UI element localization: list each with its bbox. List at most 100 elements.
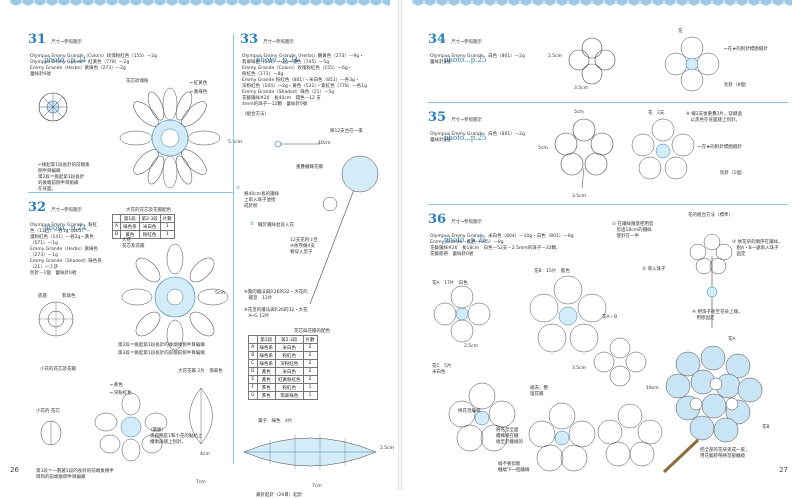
table-cell: 2 [302,343,318,352]
note-leaf: ※葉的纖法與P.26的32・大花的 瓣莖 12片 [244,290,308,301]
flower-31-chart [119,87,221,189]
assembly-36-diagram [689,233,733,328]
note-round-2: 第2段＝挑起第1段長針的後端後側半目編織 [118,343,205,348]
table-header: 片數 [159,214,175,223]
table-cell: 黃色 [256,375,276,384]
leaf-32-diagram [40,420,62,446]
label-size: 2.5cm [380,446,395,451]
pattern-title: 尺寸→參照圖示 [451,40,482,45]
pattern-36-header: 36 尺寸→參照圖示 photo...p.25 [428,208,486,246]
flower-32-chart [121,243,229,351]
table-cell: B [248,351,258,360]
table-cell: 1 [159,230,175,239]
flower-a-chart [433,285,491,343]
label-4cm: 4cm [200,452,210,457]
table-cell: G [248,391,258,400]
pattern-31-materials: Olympus Emmy Grande〈Colors〉玫瑰粉紅色（155）—2g… [30,54,157,77]
step-1-marker: ① [236,186,241,191]
table-cell: 茶色 [256,391,276,400]
note-round-3: 第3段＝挑起第1段長針的前端前側半目編織 [118,351,205,356]
pattern-number: 31 [28,32,47,47]
pattern-32-header: 32 尺寸→參照圖示 photo...p.24 [28,196,86,234]
twelve-flowers-note: 12支花的①至 ④依序做4支 要穿入莖子 [290,238,318,255]
label-note: ←在★的附針標圈縫針 [724,47,768,52]
flower-34-chart [664,36,720,92]
table-cell: 2 [302,359,318,368]
leaf-title: 葉子 綠色 4片 [258,419,293,424]
page-number: 26 [10,466,19,474]
small-flower-32-chart [94,392,168,462]
step-2-marker: ② [250,222,255,227]
top-lace-right [412,0,792,14]
table-row: B 黃色 粉紅色 1 [111,230,175,239]
table-title: 花芯與花瓣的配色 [294,329,330,334]
pattern-31-header: 31 尺寸→參照圖示 photo...p.24 [28,28,86,66]
table-header: 第1段 [256,335,276,344]
pattern-31-note: ←挑起第1段長針的前端後 側半目編織 第2段＝挑起第1段長針 的後端前側半目鉤織… [38,163,90,192]
photo-ref: photo...p.24 [44,224,87,232]
label-leaf-core: 小花的 花芯 [36,409,60,414]
flower-c-chart [448,382,596,472]
table-cell: C [248,359,258,368]
label-flower-a: 花A 17片 白色 [432,281,468,286]
table-cell: F [248,383,258,392]
pattern-35-header: 35 尺寸→參照圖示 photo...p.25 [428,106,486,144]
label-stem: 重疊纏織花瓣 [296,165,323,170]
pattern-34-header: 34 尺寸→參照圖示 photo...p.25 [428,28,486,66]
note-b: 將花莖全面 續織接在纏 繞至於纏繞的 [496,428,523,445]
small-flower-31-diagram [38,92,68,122]
label-length: 40cm [318,141,331,146]
label-height: 5cm [538,146,548,151]
label-note2: ←在★的附針標圈縫針 [698,145,742,150]
label-big-flower: 大花 花芯及花瓣 [122,238,145,249]
label-flower: 花 [678,29,683,34]
flower-35-photo [554,118,614,189]
table-cell: 黃色 [256,367,276,376]
label-assembly: （組合方法） [242,112,269,117]
note-a: 繞去，整 理花瓣 [530,386,548,397]
step-3: ③ 依花朵的順序在鐵絲， 粗A・B一處串入珠子 固定 [732,240,783,257]
note-35: ※ 織3支後重疊3片，穿鍵過 以黑色在背面縫上別針。 [686,112,742,123]
leaf-33-chart [243,434,377,470]
table-cell: 粉紅色 [275,383,304,392]
table-cell: A [248,343,258,352]
label-base-color: 翡翠色 [62,294,76,299]
table-cell: 深粉紅色 [275,359,304,368]
table-cell: 翡翠綠色 [275,391,304,400]
label-size: 3.5cm [572,366,587,371]
table-header [248,335,258,344]
top-lace-left [10,0,390,14]
flower-34-photo [568,37,616,85]
pattern-32-materials: Olympus Emmy Grande 粉紅 色（11已）—各1g（801）— … [30,223,102,276]
pattern-title: 尺寸→參照圖示 [51,208,82,213]
table-cell: 1 [302,383,318,392]
label-flower-b: 花B [762,425,770,430]
table-header-row: 第1段 第2·3段 片數 [111,214,175,223]
small-flower-note: 黑圓圈是1和小花的黏結上 權衡再縫上別針。 [150,434,203,445]
step-2: ② 導入珠子 [642,267,666,272]
table-cell: 米白色 [275,343,304,352]
table-header-row: 第1段第2·3段片數 [248,335,318,344]
label-flower-a: 花A [728,337,736,342]
label-flower-count: 花 3支 [648,111,665,116]
note-stem: ※花莖的纖法與P.26的32・大花 A─G 12片 [244,308,308,319]
book-gutter [398,0,402,490]
flower-ab-diagrams [593,337,663,467]
label-flower-c: 花C 5片 米白色 [432,364,452,375]
table-cell: 紅黃粉紅色 [275,375,304,384]
table-row: A 綠色系 米白色 1 [111,222,175,231]
label-size: 5.5cm [228,140,243,145]
label-size: 2.5cm [464,344,479,349]
flower-35-chart [631,118,695,180]
pattern-number: 32 [28,200,47,215]
color-table-32: 第1段 第2·3段 片數 A 綠色系 米白色 1 B 黃色 粉紅色 1 [111,214,175,239]
pattern-title: 尺寸→參照圖示 [263,40,294,45]
step-2-text: 纏於鐵絲並穿入花 [258,223,294,228]
table-cell: 2 [302,351,318,360]
pattern-number: 35 [428,110,447,125]
photo-ref: photo...p.24 [44,56,87,64]
